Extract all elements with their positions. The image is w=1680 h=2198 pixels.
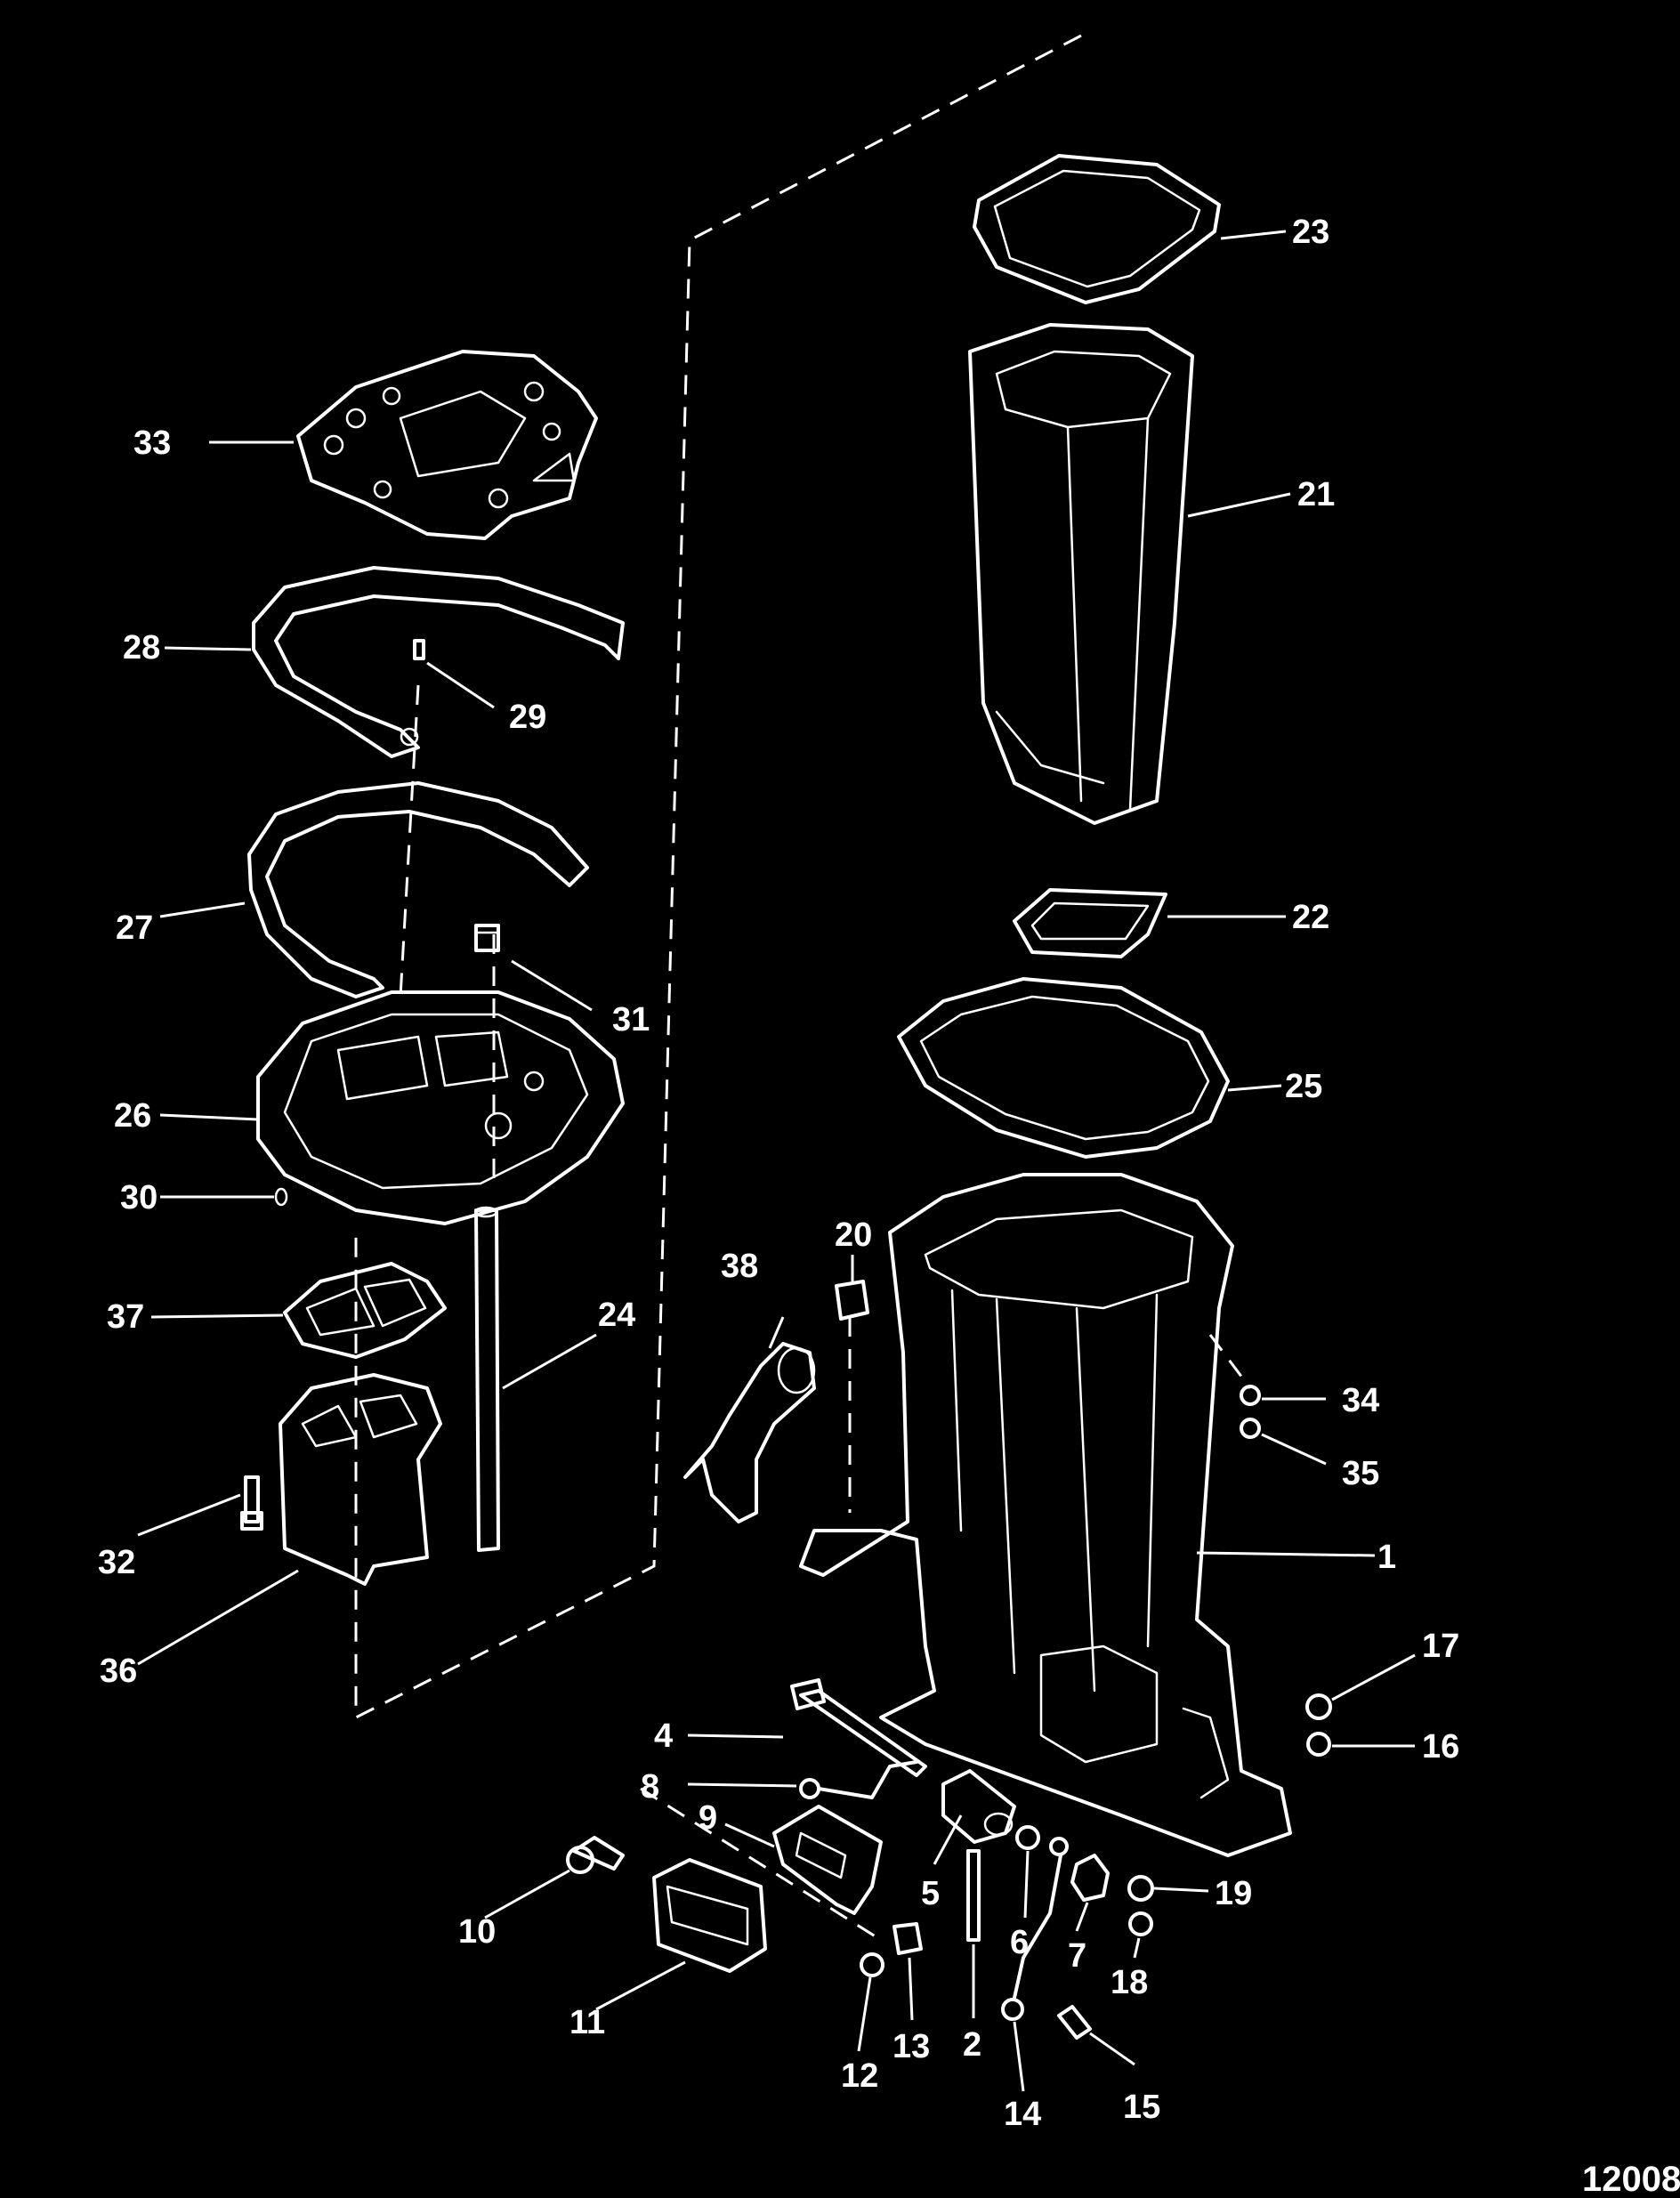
- callout-36: 36: [100, 1653, 137, 1690]
- part-1-driveshaft-housing: [799, 1173, 1292, 1857]
- callout-labels: 1 2 4 5 6 7 8 9 10 11 12 13 14 15 16 17 …: [98, 214, 1459, 2133]
- part-9-bracket: [772, 1805, 883, 1915]
- callout-2: 2: [963, 2026, 981, 2064]
- part-4-bolt: [790, 1678, 927, 1777]
- callout-35: 35: [1342, 1455, 1379, 1492]
- callout-22: 22: [1292, 899, 1329, 936]
- callout-11: 11: [569, 2004, 605, 2041]
- callout-34: 34: [1342, 1382, 1379, 1419]
- callout-24: 24: [598, 1297, 635, 1334]
- part-20-plug: [835, 1280, 869, 1321]
- callout-32: 32: [98, 1544, 135, 1581]
- part-35-nut: [1240, 1418, 1261, 1439]
- part-2-stud: [966, 1849, 981, 1942]
- part-31-bushing: [474, 924, 500, 952]
- assembly-line-bracket: [640, 1787, 882, 1942]
- callout-7: 7: [1068, 1937, 1086, 1975]
- part-27-seal-strip: [247, 781, 589, 998]
- part-5-sleeve: [941, 1769, 1016, 1844]
- part-13-nut: [892, 1922, 923, 1955]
- callout-28: 28: [123, 629, 160, 667]
- small-hardware: [1127, 1385, 1332, 1936]
- part-11-anode-cover: [652, 1858, 767, 1973]
- part-7-nut: [1070, 1854, 1110, 1902]
- part-17-nut: [1305, 1693, 1332, 1720]
- callout-15: 15: [1123, 2089, 1160, 2126]
- part-38-water-tube: [683, 1342, 816, 1523]
- part-18-washer: [1128, 1911, 1153, 1936]
- callout-6: 6: [1010, 1924, 1029, 1961]
- part-33-gasket-plate: [296, 350, 598, 540]
- callout-30: 30: [120, 1179, 158, 1216]
- callout-37: 37: [107, 1298, 144, 1336]
- callout-21: 21: [1297, 476, 1335, 513]
- figure-id: 12008: [1582, 2160, 1680, 2198]
- leader-lines: [137, 230, 1416, 2092]
- part-16-washer: [1306, 1732, 1331, 1757]
- callout-8: 8: [641, 1768, 659, 1806]
- part-37-gasket: [283, 1262, 447, 1359]
- callout-13: 13: [892, 2028, 930, 2065]
- part-23-top-gasket: [973, 154, 1221, 304]
- callout-38: 38: [721, 1248, 758, 1285]
- part-22-seal: [1013, 888, 1167, 958]
- part-25-gasket: [897, 977, 1230, 1159]
- part-6-washer: [1015, 1825, 1040, 1850]
- part-8-ground-strap: [799, 1760, 918, 1799]
- part-12-screw: [860, 1952, 884, 1977]
- callout-5: 5: [921, 1875, 940, 1912]
- part-34-washer: [1240, 1385, 1261, 1406]
- assembly-lines: [354, 34, 1252, 1942]
- callout-9: 9: [699, 1799, 717, 1837]
- callout-26: 26: [114, 1097, 151, 1135]
- callout-29: 29: [509, 699, 546, 736]
- callout-18: 18: [1111, 1964, 1148, 2001]
- part-36-exhaust-plate: [279, 1373, 442, 1586]
- part-32-screw: [240, 1475, 263, 1531]
- callout-19: 19: [1215, 1875, 1252, 1912]
- part-14-ground-wire: [1001, 1837, 1069, 2021]
- assembly-line-stud: [399, 684, 420, 998]
- part-19-nut: [1127, 1875, 1154, 1902]
- callout-33: 33: [133, 424, 171, 462]
- part-28-gasket-ring: [252, 566, 625, 758]
- part-24-tube: [473, 1206, 500, 1552]
- callout-23: 23: [1292, 214, 1329, 251]
- part-21-exhaust-tube: [968, 323, 1194, 825]
- callout-4: 4: [654, 1717, 673, 1755]
- callout-1: 1: [1377, 1539, 1396, 1576]
- part-26-adapter-plate: [256, 990, 625, 1225]
- part-10-screw: [566, 1836, 625, 1874]
- callout-17: 17: [1422, 1628, 1459, 1665]
- callout-25: 25: [1285, 1068, 1322, 1105]
- callout-27: 27: [116, 909, 153, 947]
- callout-12: 12: [841, 2057, 878, 2095]
- assembly-line-main: [354, 34, 1082, 1720]
- part-30-dowel: [274, 1187, 288, 1207]
- callout-31: 31: [612, 1001, 650, 1038]
- callout-20: 20: [835, 1216, 872, 1254]
- callout-10: 10: [458, 1913, 496, 1951]
- part-29-stud: [413, 639, 425, 660]
- callout-14: 14: [1004, 2096, 1041, 2133]
- callout-16: 16: [1422, 1728, 1459, 1766]
- part-15-screw: [1057, 2005, 1092, 2040]
